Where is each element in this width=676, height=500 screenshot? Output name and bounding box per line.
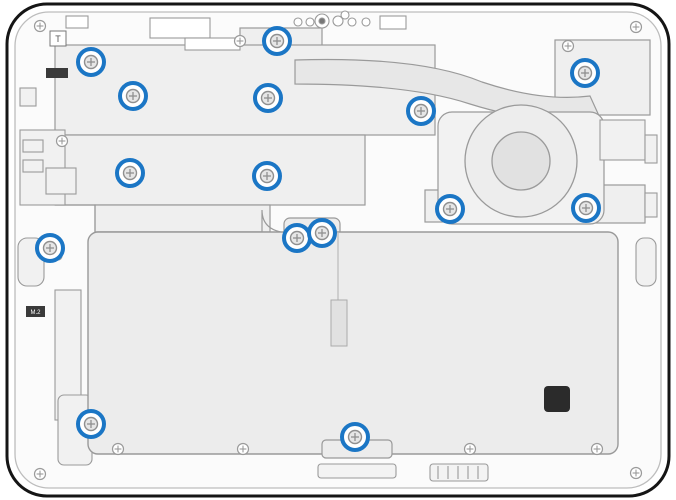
screw-marker-5	[406, 96, 436, 126]
m2-badge-label: M.2	[30, 310, 41, 316]
screw-marker-11	[35, 233, 65, 263]
right-edge-components	[599, 119, 658, 287]
screw-marker-15	[340, 422, 370, 452]
fan-hub	[491, 131, 551, 191]
screw-marker-3	[262, 26, 292, 56]
screw-marker-6	[570, 58, 600, 88]
camera-mic-array	[65, 13, 407, 51]
screw-marker-10	[571, 193, 601, 223]
screw-marker-12	[282, 223, 312, 253]
speaker-right	[635, 237, 657, 287]
highlighted-screw-layer	[35, 26, 601, 452]
labels: T M.2	[26, 30, 68, 317]
screw-marker-1	[76, 47, 106, 77]
screw-marker-9	[435, 194, 465, 224]
background-screws	[33, 10, 643, 481]
screw-marker-14	[76, 409, 106, 439]
battery-adhesive-pad	[544, 386, 570, 412]
screw-marker-4	[253, 83, 283, 113]
screw-marker-7	[115, 158, 145, 188]
bottom-connectors	[317, 463, 489, 482]
screw-marker-8	[252, 161, 282, 191]
t-badge-label: T	[55, 34, 61, 44]
dark-badge	[46, 68, 68, 78]
screw-marker-13	[307, 218, 337, 248]
fan	[437, 104, 605, 225]
pogo-connector	[429, 463, 489, 482]
screw-marker-2	[118, 81, 148, 111]
motherboard	[54, 27, 651, 233]
battery	[87, 217, 619, 459]
